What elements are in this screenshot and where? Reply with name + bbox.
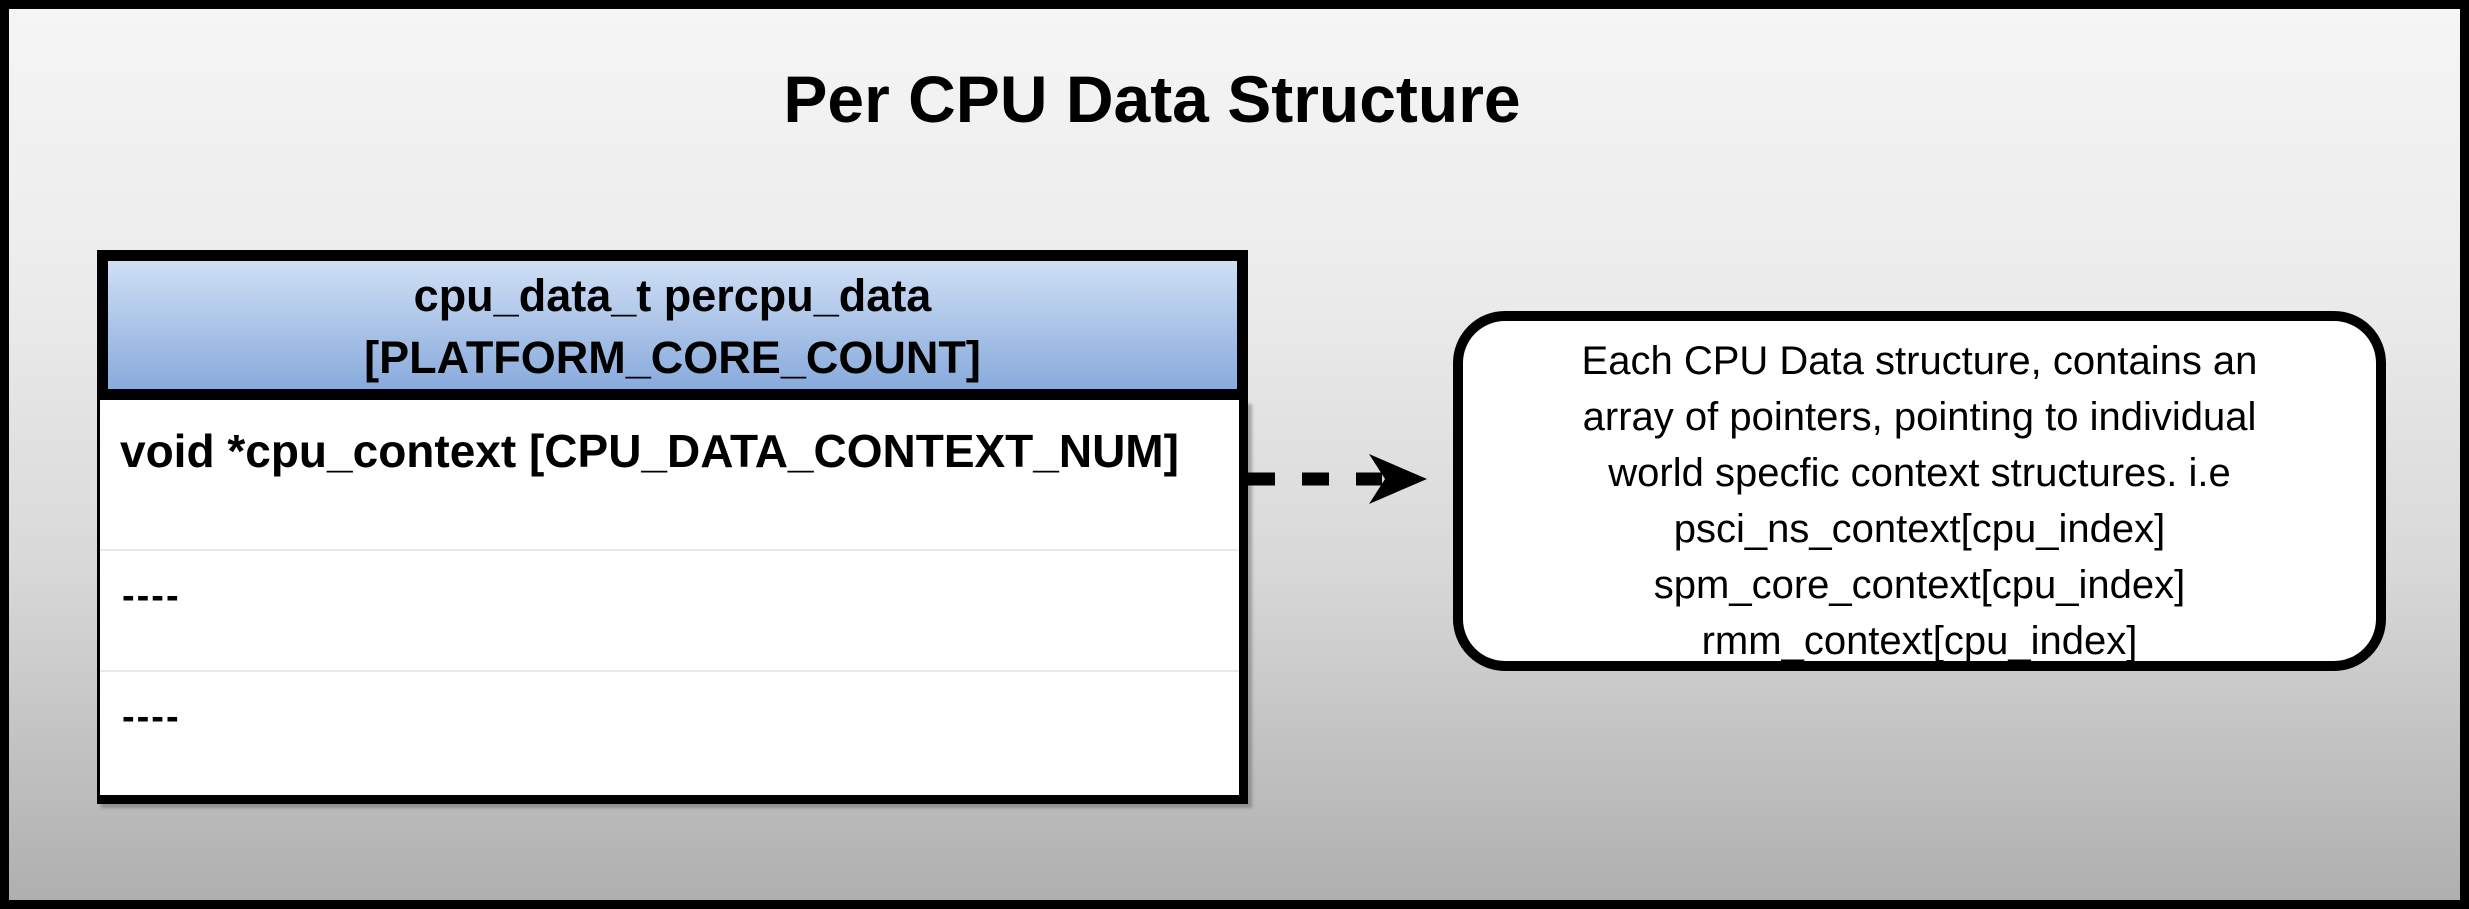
note-box: Each CPU Data structure, contains an arr…: [1453, 311, 2386, 671]
note-line: array of pointers, pointing to individua…: [1582, 395, 2257, 439]
note-line: spm_core_context[cpu_index]: [1653, 563, 2186, 607]
note-line: psci_ns_context[cpu_index]: [1673, 507, 2166, 551]
note-line: rmm_context[cpu_index]: [1701, 619, 2138, 663]
note-line: Each CPU Data structure, contains an: [1581, 339, 2258, 383]
table-row-cpu-context: void *cpu_context [CPU_DATA_CONTEXT_NUM]: [100, 400, 1239, 551]
diagram-title: Per CPU Data Structure: [783, 62, 1521, 136]
table-row-ellipsis-1: ----: [100, 551, 1239, 672]
struct-name-line: cpu_data_t percpu_data: [413, 270, 932, 321]
struct-table-header: cpu_data_t percpu_data [PLATFORM_CORE_CO…: [97, 250, 1248, 400]
note-line: world specfic context structures. i.e: [1608, 451, 2231, 495]
struct-table-body: void *cpu_context [CPU_DATA_CONTEXT_NUM]…: [97, 400, 1248, 804]
struct-array-size-line: [PLATFORM_CORE_COUNT]: [364, 332, 981, 383]
dashed-arrow: [1248, 454, 1427, 504]
table-row-ellipsis-2: ----: [122, 696, 181, 738]
arrowhead-icon: [1369, 454, 1427, 504]
